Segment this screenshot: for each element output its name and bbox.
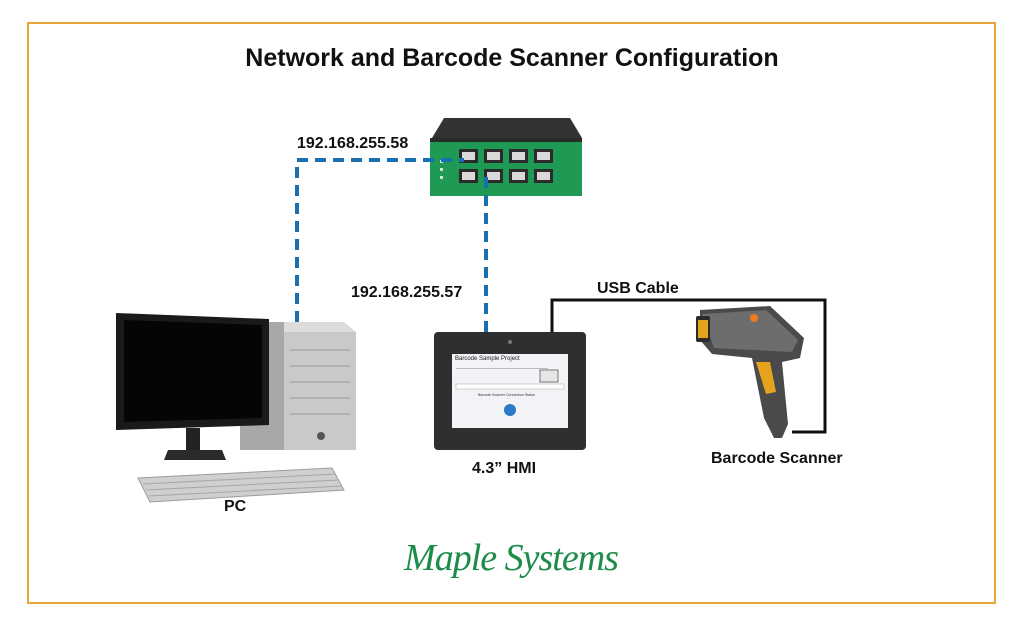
- switch-ip-label: 192.168.255.58: [297, 135, 409, 152]
- ethernet-cable-pc: [295, 158, 464, 340]
- hmi-panel: [434, 332, 586, 450]
- hmi-label: 4.3” HMI: [472, 460, 537, 477]
- diagram-title: Network and Barcode Scanner Configuratio…: [245, 44, 779, 72]
- hmi-screen-status-label: Barcode Scanner Connection Status: [478, 393, 535, 397]
- usb-cable: [550, 298, 827, 434]
- maple-systems-logo: Maple Systems: [404, 537, 619, 579]
- pc-label: PC: [224, 498, 247, 515]
- barcode-scanner-icon: [696, 306, 804, 438]
- pc-icon: [116, 313, 356, 503]
- usb-cable-label: USB Cable: [597, 280, 679, 297]
- barcode-scanner-label: Barcode Scanner: [711, 450, 843, 467]
- hmi-ip-label: 192.168.255.57: [351, 284, 463, 301]
- hmi-screen-title: Barcode Sample Project: [455, 356, 520, 362]
- diagram-frame: [27, 22, 996, 604]
- ethernet-switch: [430, 118, 582, 196]
